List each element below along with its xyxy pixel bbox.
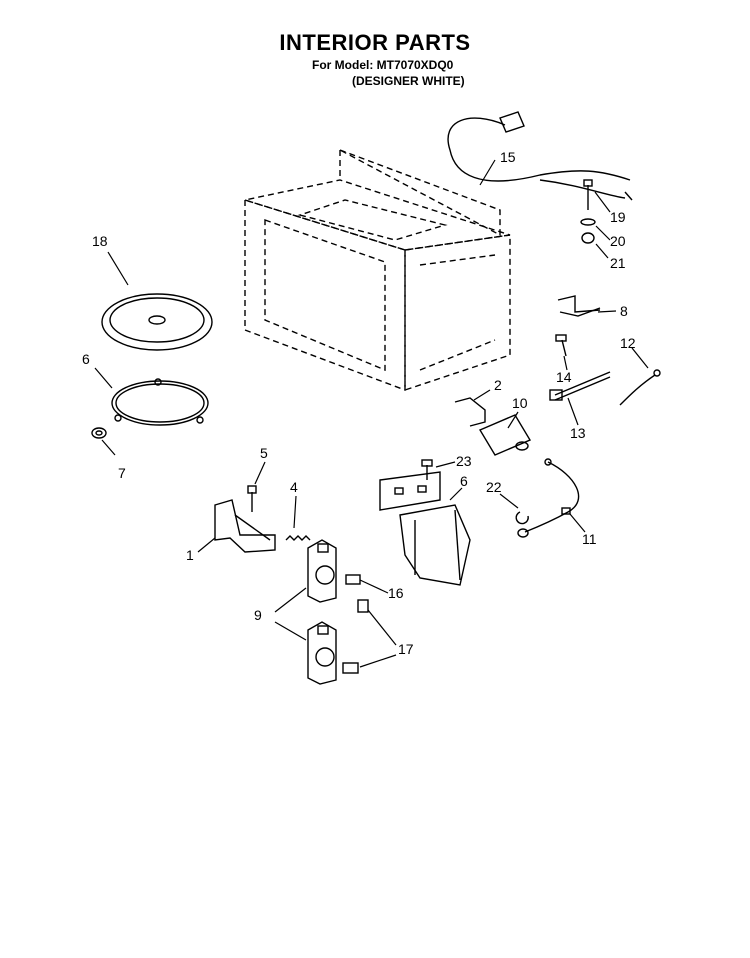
callout-22-mid: 22 bbox=[486, 479, 502, 495]
latch-lever bbox=[214, 499, 276, 553]
waveguide bbox=[379, 471, 471, 586]
callout-12: 11 bbox=[582, 531, 597, 547]
bracket bbox=[557, 295, 601, 317]
callout-5: 5 bbox=[260, 445, 268, 461]
page-title: INTERIOR PARTS bbox=[279, 30, 471, 55]
clip-22 bbox=[515, 511, 529, 525]
switch-17 bbox=[345, 574, 361, 585]
callout-9: 7 bbox=[118, 465, 126, 481]
callout-2: 2 bbox=[494, 377, 502, 393]
turntable-tray bbox=[101, 293, 213, 351]
callout-1: 1 bbox=[186, 547, 194, 563]
callout-10: 9 bbox=[254, 607, 262, 623]
switch-18a bbox=[357, 599, 369, 613]
callout-7: 6 bbox=[82, 351, 90, 367]
callout-17: 16 bbox=[388, 585, 404, 601]
callout-19: 18 bbox=[92, 233, 108, 249]
screw-washer-nut bbox=[580, 179, 596, 244]
coupler bbox=[91, 427, 107, 439]
callout-23: 23 bbox=[456, 453, 472, 469]
callout-22-top: 21 bbox=[610, 255, 626, 271]
callout-13: 12 bbox=[620, 335, 636, 351]
callout-18: 17 bbox=[398, 641, 414, 657]
screw-23 bbox=[421, 459, 433, 480]
callout-labels: 18 6 7 5 4 1 9 16 17 15 19 20 21 8 12 14… bbox=[82, 149, 636, 657]
callout-15: 14 bbox=[556, 369, 572, 385]
callout-6: 6 bbox=[460, 473, 468, 489]
interlock-switch-upper bbox=[307, 539, 337, 603]
diode bbox=[517, 458, 580, 538]
switch-18b bbox=[342, 662, 359, 674]
spring bbox=[285, 535, 311, 541]
interlock-switch-lower bbox=[307, 621, 337, 685]
roller-ring bbox=[111, 378, 209, 426]
callout-8: 8 bbox=[620, 303, 628, 319]
callout-16: 15 bbox=[500, 149, 516, 165]
screw-15 bbox=[555, 334, 567, 357]
leader-lines bbox=[94, 159, 649, 668]
wire-lead bbox=[619, 369, 661, 406]
capacitor-bracket bbox=[454, 397, 486, 427]
callout-11: 10 bbox=[512, 395, 528, 411]
capacitor bbox=[478, 414, 532, 456]
screw-5 bbox=[247, 485, 257, 512]
callout-21: 20 bbox=[610, 233, 626, 249]
callout-14: 13 bbox=[570, 425, 586, 441]
fuse-holder bbox=[549, 371, 611, 401]
oven-cavity bbox=[242, 149, 511, 392]
model-line: For Model: MT7070XDQ0 bbox=[312, 58, 454, 72]
power-cord bbox=[447, 111, 633, 201]
color-line: (DESIGNER WHITE) bbox=[352, 74, 465, 88]
callout-20: 19 bbox=[610, 209, 626, 225]
callout-4: 4 bbox=[290, 479, 298, 495]
